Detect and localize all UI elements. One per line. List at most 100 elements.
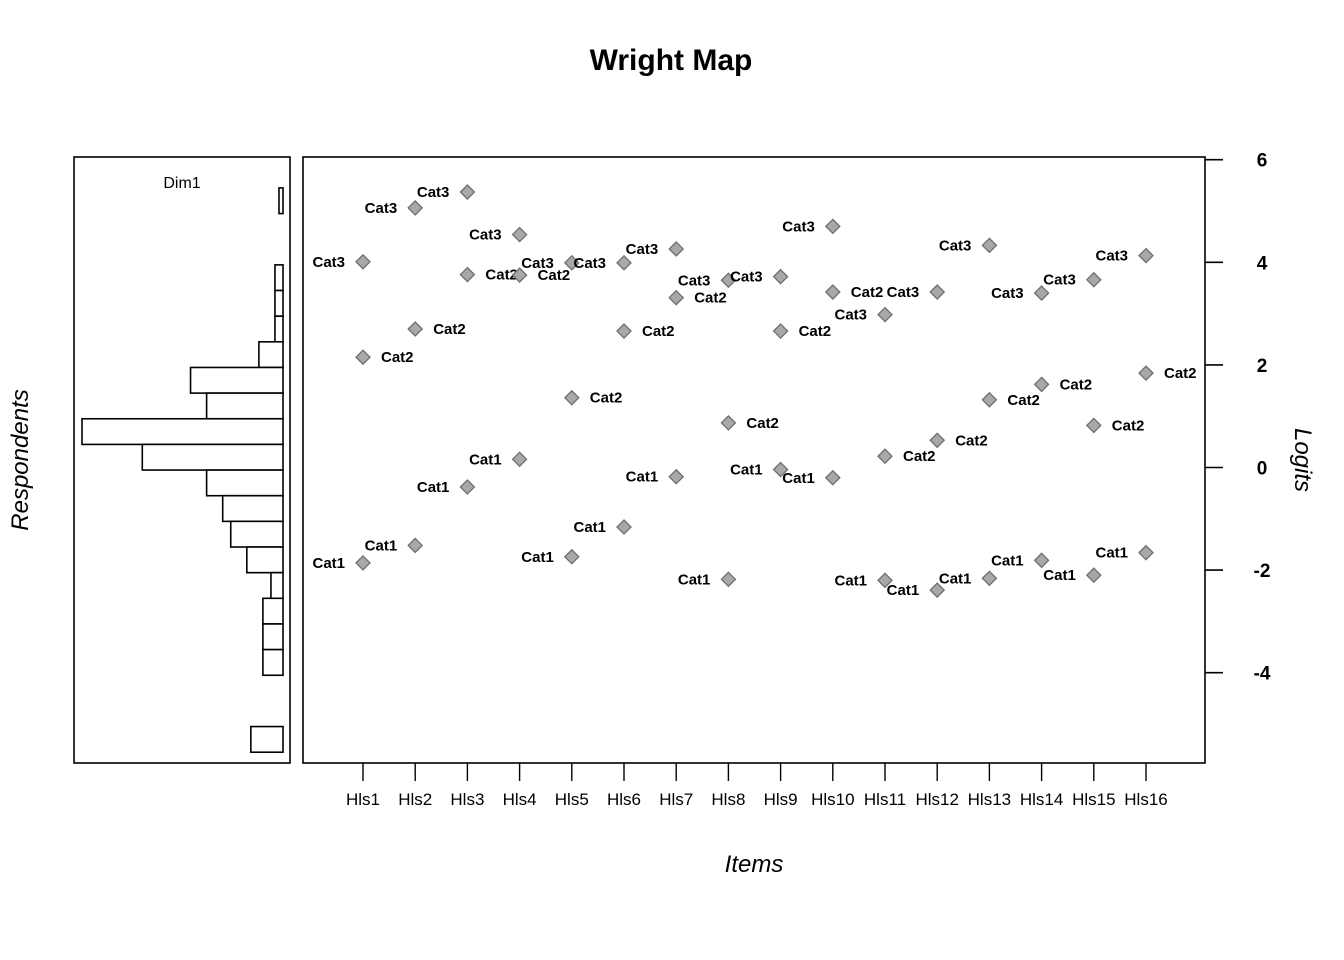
threshold-marker <box>407 200 424 216</box>
x-tick-label: Hls3 <box>450 790 484 809</box>
category-label: Cat3 <box>782 218 815 235</box>
threshold-marker <box>563 254 580 271</box>
threshold-points: Cat1Cat2Cat3Cat1Cat2Cat3Cat1Cat2Cat3Cat1… <box>312 184 1196 599</box>
category-label: Cat3 <box>365 200 398 217</box>
x-tick-label: Hls16 <box>1124 790 1167 809</box>
histogram-bar <box>274 315 284 343</box>
histogram-bar <box>189 366 284 394</box>
threshold-marker <box>981 391 998 408</box>
histogram-bar <box>278 187 284 215</box>
category-label: Cat3 <box>730 269 763 286</box>
threshold-marker <box>1085 271 1102 288</box>
threshold-marker <box>511 267 528 284</box>
category-label: Cat1 <box>1043 567 1076 584</box>
threshold-marker <box>720 571 737 588</box>
category-label: Cat2 <box>903 448 936 465</box>
threshold-marker <box>459 184 476 200</box>
x-axis-title: Items <box>725 851 784 878</box>
histogram-bar <box>246 546 284 574</box>
x-tick-label: Hls7 <box>659 790 693 809</box>
category-label: Cat2 <box>799 323 832 340</box>
histogram-bar <box>262 623 284 651</box>
y-tick-label: 6 <box>1257 151 1268 172</box>
x-tick-label: Hls5 <box>555 790 589 809</box>
category-label: Cat2 <box>955 432 988 449</box>
histogram-bar <box>258 341 284 369</box>
category-label: Cat1 <box>469 451 502 468</box>
histogram-bar <box>262 648 284 677</box>
threshold-marker <box>1138 247 1154 264</box>
respondents-panel-frame <box>73 156 291 764</box>
threshold-marker <box>877 448 893 465</box>
threshold-marker <box>1085 417 1102 434</box>
threshold-marker <box>772 461 789 478</box>
threshold-marker <box>824 284 841 300</box>
threshold-marker <box>355 253 371 270</box>
histogram-bar <box>229 520 284 548</box>
x-tick-label: Hls15 <box>1072 790 1115 809</box>
y-tick-label: -4 <box>1254 664 1271 685</box>
category-label: Cat2 <box>1164 365 1197 382</box>
x-tick-label: Hls8 <box>711 790 745 809</box>
category-label: Cat3 <box>312 254 345 271</box>
y-tick-label: 4 <box>1257 253 1268 274</box>
threshold-marker <box>407 537 424 554</box>
threshold-marker <box>1138 365 1154 382</box>
category-label: Cat1 <box>678 571 711 588</box>
threshold-marker <box>1085 567 1102 584</box>
category-label: Cat1 <box>312 555 345 572</box>
threshold-marker <box>720 272 737 289</box>
x-tick-label: Hls4 <box>503 790 537 809</box>
x-tick-label: Hls10 <box>811 790 854 809</box>
respondents-panel: Dim1 <box>73 156 291 764</box>
category-label: Cat2 <box>538 267 571 284</box>
category-label: Cat1 <box>991 552 1024 569</box>
category-label: Cat1 <box>939 570 972 587</box>
histogram-bar <box>141 443 284 471</box>
x-tick-label: Hls14 <box>1020 790 1063 809</box>
x-tick-label: Hls1 <box>346 790 380 809</box>
histogram-bar <box>262 597 284 625</box>
respondents-axis-title: Respondents <box>7 389 34 530</box>
threshold-marker <box>929 284 946 300</box>
x-tick-label: Hls6 <box>607 790 641 809</box>
threshold-marker <box>772 268 789 285</box>
category-label: Cat2 <box>1007 392 1040 409</box>
y-tick-label: -2 <box>1254 561 1271 582</box>
category-label: Cat3 <box>417 184 450 201</box>
category-label: Cat1 <box>834 572 867 589</box>
category-label: Cat3 <box>469 227 502 244</box>
category-label: Cat2 <box>1112 417 1145 434</box>
threshold-marker <box>355 554 371 571</box>
y-axis-title: Logits <box>1289 428 1316 492</box>
category-label: Cat2 <box>694 290 727 307</box>
category-label: Cat2 <box>642 323 675 340</box>
threshold-marker <box>355 349 371 366</box>
histogram-bar <box>205 469 284 497</box>
panel-label: Dim1 <box>163 175 200 192</box>
category-label: Cat1 <box>887 582 920 599</box>
threshold-marker <box>1033 552 1050 569</box>
x-tick-label: Hls12 <box>915 790 958 809</box>
chart-title: Wright Map <box>590 44 753 77</box>
x-tick-label: Hls2 <box>398 790 432 809</box>
category-label: Cat2 <box>485 267 518 284</box>
category-label: Cat1 <box>626 469 659 486</box>
threshold-marker <box>1033 285 1050 301</box>
histogram-bar <box>81 417 284 446</box>
category-label: Cat3 <box>573 255 606 272</box>
threshold-marker <box>1033 376 1050 393</box>
threshold-marker <box>720 414 737 431</box>
category-label: Cat2 <box>590 390 623 407</box>
category-label: Cat1 <box>730 462 763 479</box>
y-tick-label: 2 <box>1257 356 1268 377</box>
category-label: Cat3 <box>1043 272 1076 289</box>
category-label: Cat3 <box>1095 248 1128 265</box>
category-label: Cat2 <box>851 284 884 301</box>
threshold-marker <box>407 321 424 337</box>
histogram-bar <box>274 289 284 317</box>
respondent-histogram <box>81 187 284 754</box>
